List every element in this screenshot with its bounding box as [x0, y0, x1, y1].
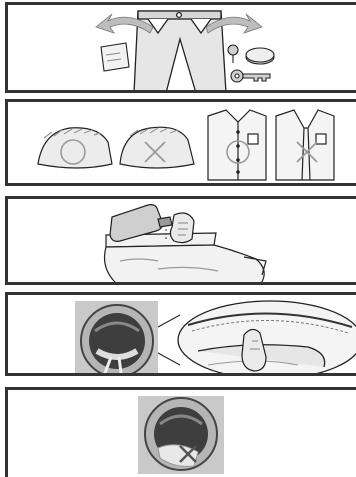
cuff-correct-icon: [38, 128, 112, 168]
pin-icon: [228, 45, 238, 63]
key-icon: [231, 70, 270, 82]
step-pretreat-stains: [5, 196, 356, 285]
hand-icon: [170, 213, 194, 243]
pretreat-illustration: [8, 199, 356, 285]
step-avoid-overload: [5, 387, 356, 477]
step-empty-pockets: [5, 2, 356, 93]
step-clean-drum-seal: [5, 292, 356, 376]
shirt-buttoned-icon: [208, 110, 266, 180]
zoom-inset-icon: [8, 295, 356, 376]
empty-pockets-illustration: [8, 5, 356, 93]
shirt-unbuttoned-icon: [276, 110, 334, 180]
coin-icon: [246, 48, 274, 64]
washer-drum-photo: [138, 396, 224, 474]
tissue-icon: [101, 43, 129, 71]
cuffs-shirts-illustration: [8, 102, 356, 186]
step-fold-cuffs-button-shirts: [5, 99, 356, 186]
cuff-wrong-icon: [120, 127, 194, 168]
